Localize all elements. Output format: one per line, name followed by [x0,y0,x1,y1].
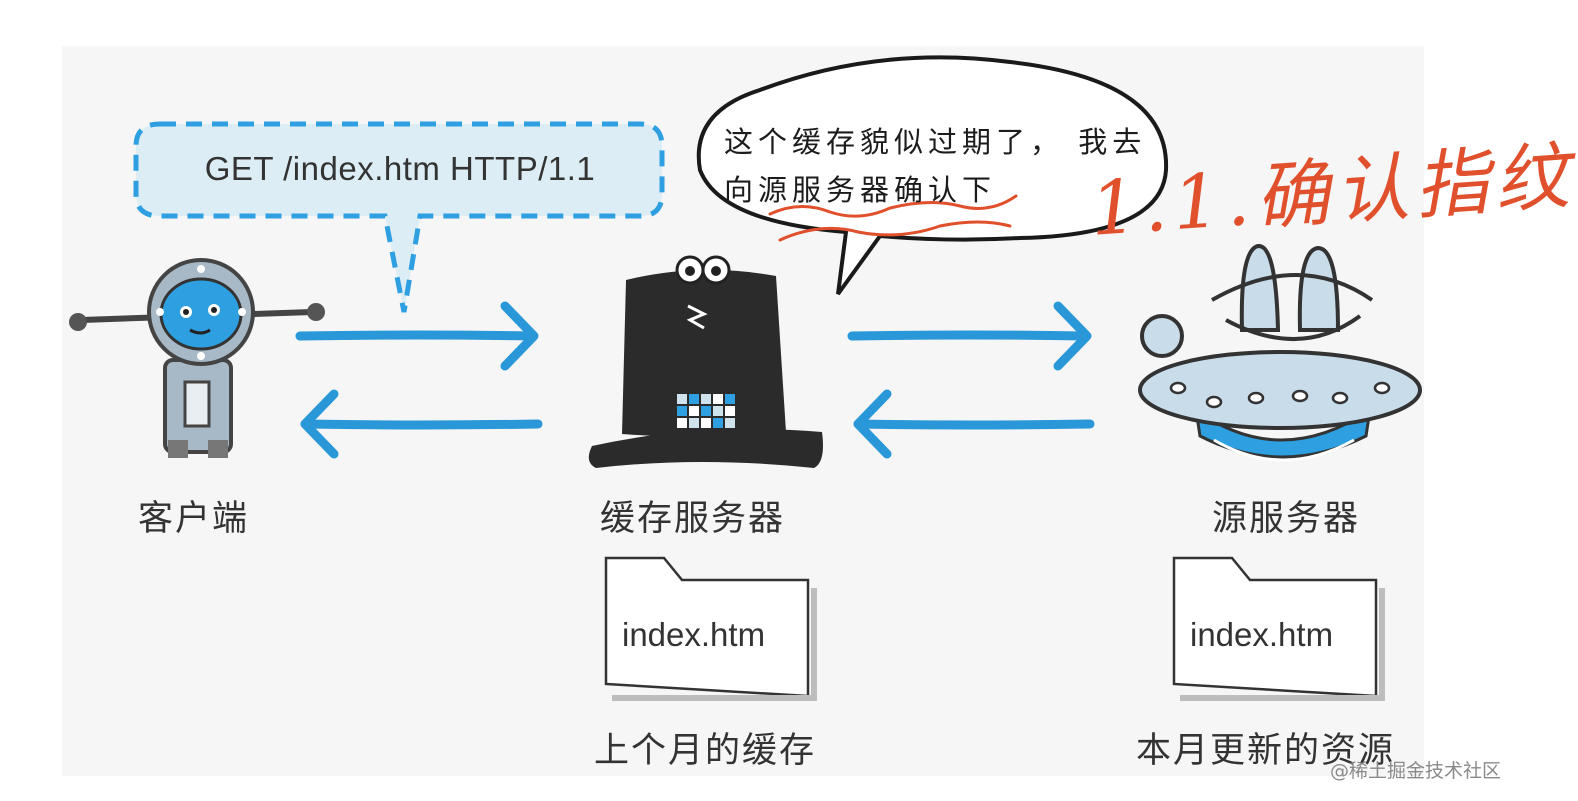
cache-file-name: index.htm [622,616,766,653]
client-robot-icon [69,258,325,458]
http-request-text: GET /index.htm HTTP/1.1 [204,150,596,187]
request-bubble [133,121,665,313]
origin-server-label: 源服务器 [1212,499,1361,539]
cache-file-icon [604,556,817,701]
thought-bubble [696,55,1169,296]
diagram-artwork [69,55,1422,701]
client-label: 客户端 [138,499,250,539]
origin-file-caption: 本月更新的资源 [1136,731,1396,771]
watermark: @稀土掘金技术社区 [1330,760,1502,782]
arrow-cache-to-client [300,389,543,459]
arrow-origin-to-cache [853,389,1095,459]
thought-bubble-text: 这个缓存貌似过期了， 我去向源服务器确认下 [724,125,1147,207]
cache-file-caption: 上个月的缓存 [594,731,817,771]
arrow-client-to-cache [295,301,539,371]
arrow-cache-to-origin [847,301,1092,371]
origin-file-icon [1172,556,1385,701]
handwritten-underline [768,194,1018,242]
origin-file-name: index.htm [1190,616,1334,653]
origin-server-ufo-icon [1138,244,1422,462]
cache-server-hat-icon [588,255,823,468]
cache-server-label: 缓存服务器 [600,499,786,539]
